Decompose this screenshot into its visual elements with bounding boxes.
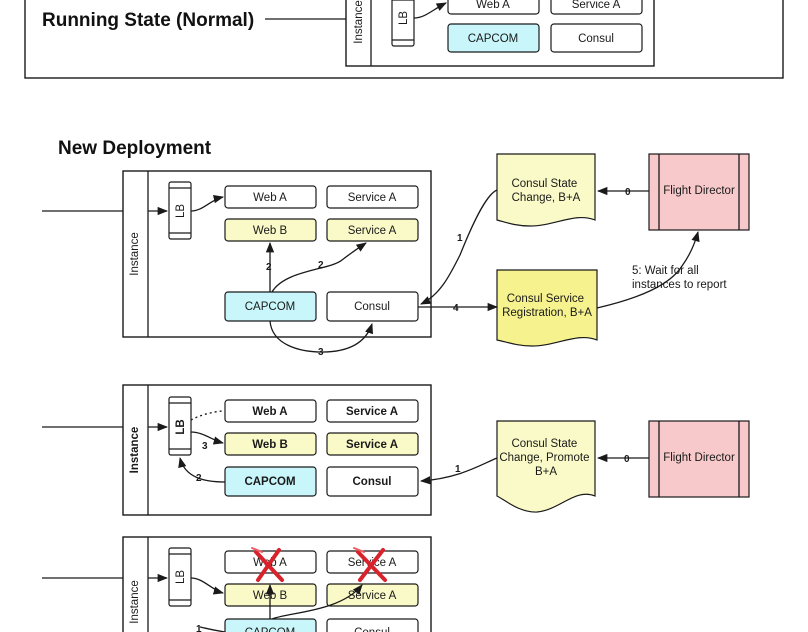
consul-box-4[interactable] <box>326 618 419 632</box>
instance-label-2: Instance <box>129 232 141 275</box>
consul-state-change-promote-doc[interactable] <box>496 420 596 513</box>
web-b-box-2[interactable] <box>224 218 317 242</box>
arrow-capcom-to-consul <box>269 320 373 353</box>
lb-3[interactable] <box>168 396 192 456</box>
svg-text:1: 1 <box>457 233 463 244</box>
line-capcom-step-1 <box>199 626 226 632</box>
web-a-box-3[interactable] <box>224 399 317 423</box>
running-state-title: Running State (Normal) <box>42 10 254 31</box>
svg-text:CAPCOM: CAPCOM <box>245 627 295 632</box>
service-a-box-running[interactable] <box>550 0 643 15</box>
lb-label-running: LB <box>398 11 410 25</box>
svg-text:3: 3 <box>202 441 208 452</box>
consul-state-change-doc[interactable] <box>496 153 596 227</box>
svg-text:Web B: Web B <box>253 225 288 237</box>
service-a-new-box-2[interactable] <box>326 218 419 242</box>
svg-text:CAPCOM: CAPCOM <box>245 301 295 313</box>
consul-service-registration-text: Consul Service Registration, B+A <box>502 293 592 319</box>
service-a-new-box-4[interactable] <box>326 583 419 607</box>
svg-text:1: 1 <box>196 624 202 632</box>
svg-text:Service A: Service A <box>348 225 397 237</box>
instance-label-3: Instance <box>129 427 141 474</box>
flight-director-box-3[interactable] <box>648 420 750 498</box>
svg-text:2: 2 <box>266 262 272 273</box>
promote-section: Instance LB 3 Web A Service A Web B Serv… <box>42 384 750 516</box>
new-deployment-section: New Deployment Instance LB Web A Service… <box>42 138 750 358</box>
svg-text:Service A: Service A <box>348 192 397 204</box>
consul-box-running[interactable] <box>550 23 643 53</box>
arrow-state-change-to-consul <box>420 189 498 305</box>
svg-text:Service A: Service A <box>346 439 398 451</box>
dotted-lb-to-web-a <box>190 410 223 421</box>
lb-4[interactable] <box>168 547 192 607</box>
arrow-capcom-to-service-a <box>271 242 367 293</box>
instance-label-running: Instance <box>353 0 365 43</box>
svg-text:3: 3 <box>318 347 324 358</box>
service-a-box-3[interactable] <box>326 399 419 423</box>
svg-text:CAPCOM: CAPCOM <box>468 33 518 45</box>
svg-text:Consul: Consul <box>578 33 614 45</box>
svg-text:Web A: Web A <box>476 0 510 11</box>
consul-box-3[interactable] <box>326 466 419 497</box>
svg-text:Web A: Web A <box>253 192 287 204</box>
wait-for-all-annotation: 5: Wait for all instances to report <box>632 265 727 291</box>
lb-label-3: LB <box>175 419 187 434</box>
lb-label-2: LB <box>175 204 187 218</box>
svg-text:Web A: Web A <box>252 406 287 418</box>
web-a-box-running[interactable] <box>447 0 540 15</box>
arrow-capcom-to-lb <box>178 456 226 483</box>
svg-text:0: 0 <box>625 187 631 198</box>
service-a-box-2[interactable] <box>326 185 419 209</box>
svg-text:Flight Director: Flight Director <box>663 452 735 464</box>
consul-service-registration-doc[interactable] <box>496 269 598 347</box>
arrow-lb-to-web-b-4 <box>190 577 225 595</box>
arrow-promote-to-consul <box>419 457 498 485</box>
running-state-section: Running State (Normal) Instance LB Web A… <box>24 0 784 79</box>
svg-text:2: 2 <box>196 473 202 484</box>
svg-text:Web B: Web B <box>252 439 288 451</box>
flight-director-box-2[interactable] <box>648 153 750 231</box>
teardown-section: Instance LB Web A Service A Web B Servic… <box>42 536 432 632</box>
arrow-registration-to-fd <box>596 230 700 309</box>
svg-text:Flight Director: Flight Director <box>663 185 735 197</box>
lb-running[interactable] <box>391 0 415 47</box>
consul-state-change-text: Consul State Change, B+A <box>511 178 580 204</box>
lb-label-4: LB <box>175 570 187 584</box>
svg-text:Consul: Consul <box>354 627 390 632</box>
capcom-box-running[interactable] <box>447 23 540 53</box>
arrow-lb-to-web-b <box>190 431 225 445</box>
svg-text:1: 1 <box>455 464 461 475</box>
cross-mark-web-a <box>251 547 284 582</box>
svg-text:CAPCOM: CAPCOM <box>244 476 295 488</box>
svg-text:0: 0 <box>624 454 630 465</box>
web-b-box-3[interactable] <box>224 432 317 456</box>
svg-text:2: 2 <box>318 260 324 271</box>
svg-text:Service A: Service A <box>572 0 621 11</box>
cross-mark-service-a <box>353 547 387 582</box>
consul-state-change-promote-text: Consul State Change, Promote B+A <box>499 438 592 478</box>
new-deployment-title: New Deployment <box>58 138 212 159</box>
service-a-new-box-3[interactable] <box>326 432 419 456</box>
arrow-capcom-to-service-a-4 <box>271 584 363 620</box>
svg-text:Service A: Service A <box>346 406 398 418</box>
svg-text:Consul: Consul <box>354 301 390 313</box>
svg-text:Consul: Consul <box>353 476 392 488</box>
svg-text:4: 4 <box>453 303 459 314</box>
web-a-box-2[interactable] <box>224 185 317 209</box>
instance-label-4: Instance <box>129 580 141 623</box>
